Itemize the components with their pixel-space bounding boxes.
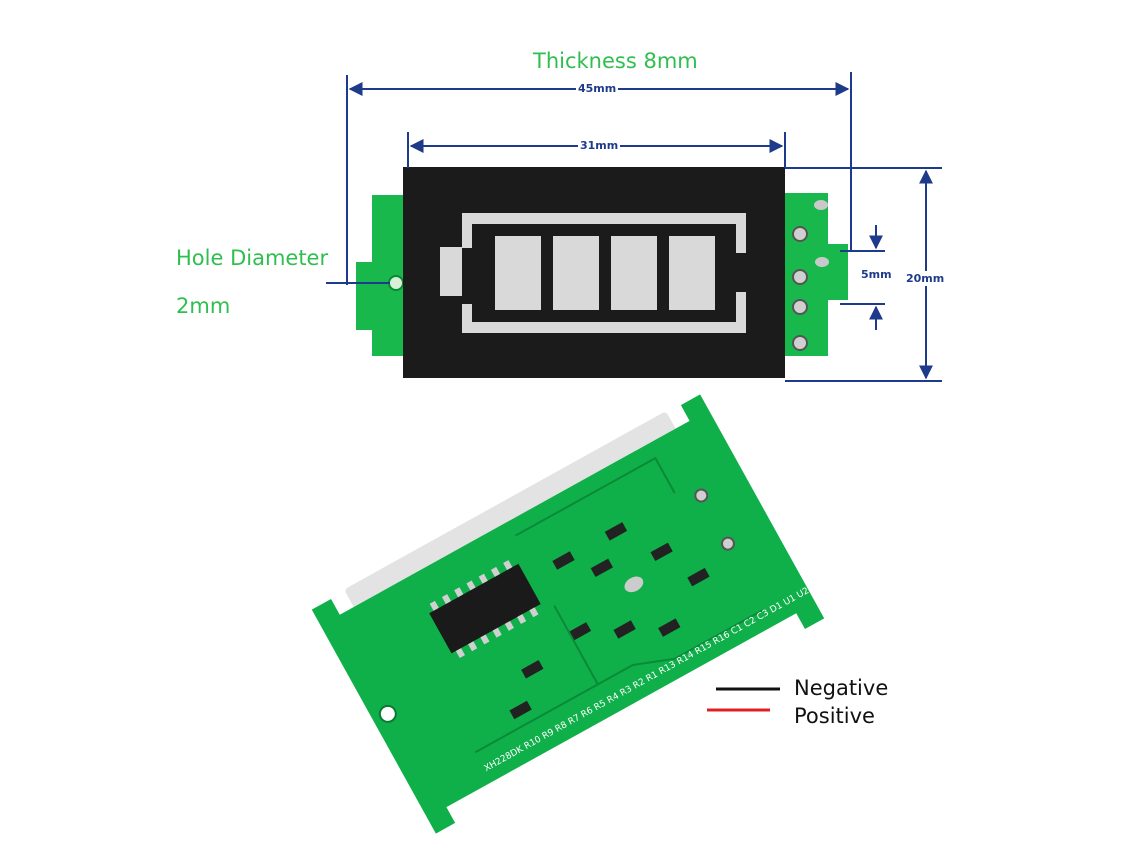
hole-diameter-label: Hole Diameter: [176, 246, 329, 270]
pcb-mounting-hole: [378, 704, 397, 723]
pcb-back-view: XH228DK R10 R9 R8 R7 R6 R5 R4 R3 R2 R1 R…: [311, 394, 825, 834]
width-45mm-label: 45mm: [576, 82, 619, 95]
crystal-component: [624, 576, 644, 593]
battery-bar: [611, 236, 657, 310]
hole-diameter-value: 2mm: [176, 294, 231, 318]
battery-tip: [440, 247, 462, 296]
battery-level-bars: [495, 236, 715, 310]
smd-components: [509, 522, 710, 720]
solder-pad-negative: [694, 488, 709, 503]
width-31mm-label: 31mm: [578, 139, 621, 152]
height-20mm-label: 20mm: [904, 271, 947, 286]
pin-spacing-label: 5mm: [861, 268, 892, 281]
battery-bar: [495, 236, 541, 310]
pin-pads: [792, 200, 829, 351]
ic-pins: [429, 560, 539, 658]
battery-bar: [553, 236, 599, 310]
module-front-view: [356, 167, 848, 378]
pcb-traces: [474, 456, 764, 754]
pcb-board: [311, 394, 825, 834]
pcb-left-tab: [356, 195, 405, 356]
mounting-hole: [388, 275, 404, 291]
battery-bar: [669, 236, 715, 310]
pcb-right-tab: [782, 193, 848, 356]
positive-label: Positive: [794, 704, 875, 728]
solder-pad-positive: [720, 536, 735, 551]
thickness-label: Thickness 8mm: [533, 49, 698, 73]
negative-label: Negative: [794, 676, 889, 700]
ic-chip: [429, 563, 541, 654]
